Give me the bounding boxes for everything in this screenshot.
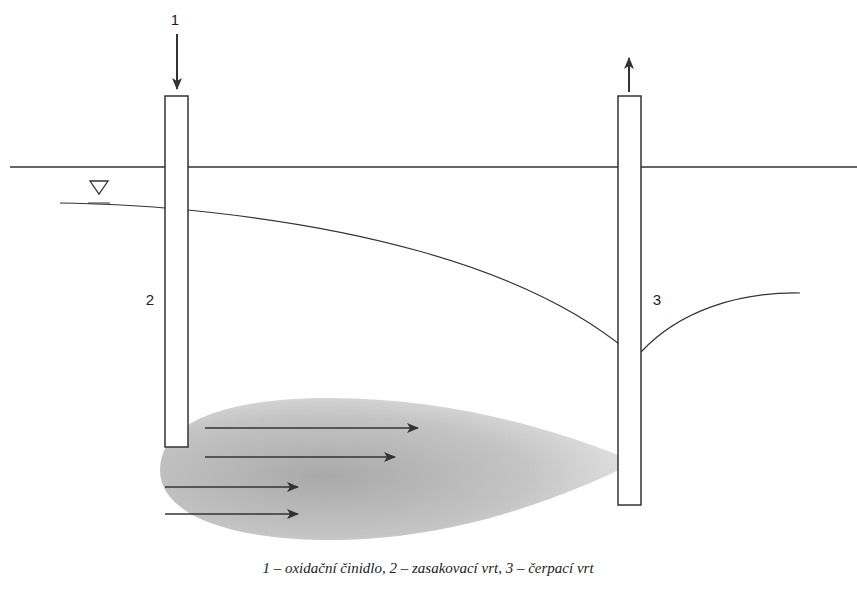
water-table [641, 293, 800, 352]
callout-number: 3 [653, 292, 661, 307]
flow-arrow [165, 513, 298, 515]
flow-arrow [205, 427, 418, 429]
water-level-symbol [88, 203, 110, 204]
flow-arrow [165, 486, 298, 488]
water-table [60, 203, 629, 352]
pumping-well [618, 96, 641, 505]
injection-well [165, 96, 188, 447]
water-level-symbol [90, 181, 108, 194]
callout-number: 1 [171, 12, 179, 27]
ground-surface [10, 166, 857, 168]
figure-caption: 1 – oxidační činidlo, 2 – zasakovací vrt… [262, 560, 593, 577]
flow-arrow [205, 456, 395, 458]
contaminant-plume [160, 398, 635, 540]
outflow-arrow [628, 58, 630, 92]
inflow-arrow [176, 34, 178, 89]
callout-number: 2 [146, 292, 154, 307]
